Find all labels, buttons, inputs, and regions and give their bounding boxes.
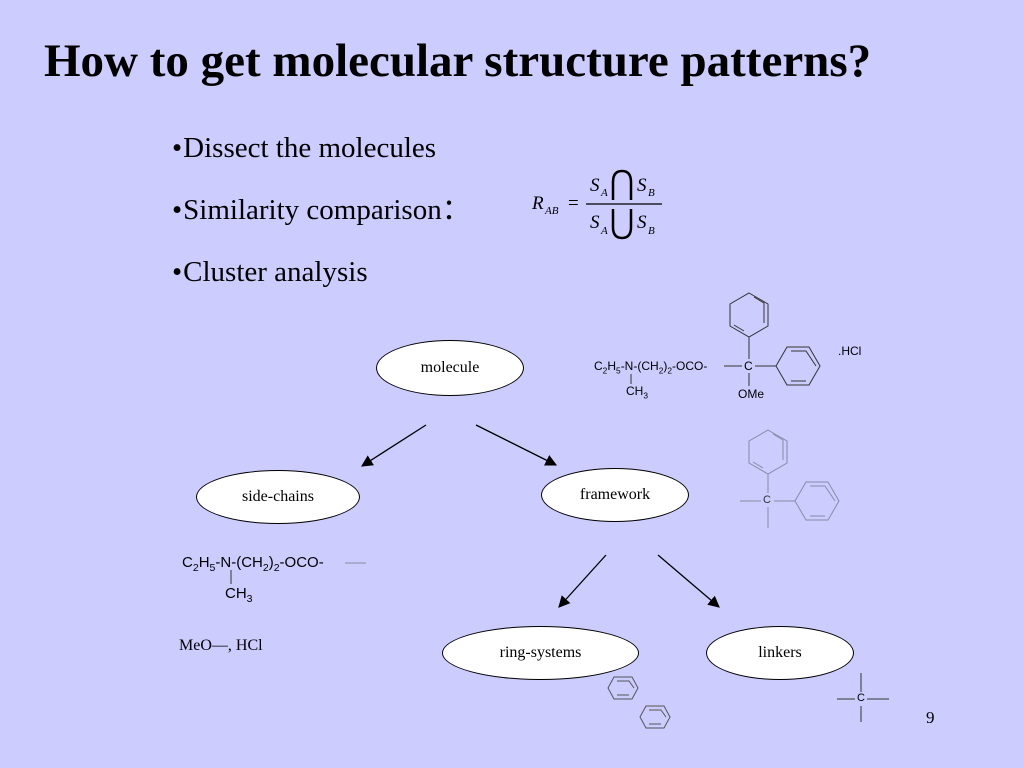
formula-num-a-sub: A — [600, 187, 608, 199]
side-chain-extra-label: MeO—, HCl — [179, 637, 263, 654]
molecule-center-carbon: C — [744, 359, 753, 373]
benzene-ring-icon — [607, 676, 639, 700]
formula-subscript: 5 — [209, 562, 216, 574]
arrow-molecule-to-framework — [475, 424, 558, 466]
bullet-item: •Similarity comparison： — [172, 190, 471, 252]
formula-fragment: ) — [663, 359, 668, 373]
formula-den-b: S — [637, 212, 647, 233]
formula-fragment: H — [607, 359, 617, 373]
formula-fragment: H — [198, 554, 210, 571]
formula-num-b-sub: B — [648, 187, 655, 199]
linker-center-carbon: C — [857, 692, 865, 704]
formula-subscript: 3 — [643, 390, 649, 401]
formula-subscript: 5 — [616, 365, 621, 376]
framework-center-carbon: C — [763, 494, 771, 506]
formula-fragment: -N-(CH — [215, 554, 263, 571]
formula-equals: = — [568, 193, 579, 214]
formula-den-b-sub: B — [648, 225, 655, 237]
node-side-chains: side-chains — [196, 470, 360, 524]
formula-fragment: -OCO- — [279, 554, 324, 571]
formula-subscript: 2 — [658, 365, 664, 376]
benzene-ring-icon — [729, 292, 769, 338]
formula-den-a-sub: A — [600, 225, 608, 237]
side-chain-formula: C2H5-N-(CH2)2-OCO- — [182, 554, 324, 574]
arrow-framework-to-ring-systems — [558, 554, 607, 608]
formula-fragment: C — [182, 554, 193, 571]
arrow-framework-to-linkers — [657, 554, 720, 608]
framework-structure — [740, 429, 840, 528]
formula-subscript: 2 — [192, 562, 199, 574]
ring-systems-structure — [607, 676, 671, 729]
benzene-ring-icon — [775, 346, 821, 386]
bullet-text: Cluster analysis — [183, 256, 368, 288]
formula-fragment: CH — [626, 384, 644, 398]
arrow-molecule-to-side-chains — [361, 424, 427, 467]
molecule-ome-label: OMe — [738, 387, 765, 401]
formula-fragment: C — [594, 359, 603, 373]
union-symbol — [611, 209, 633, 240]
node-linkers: linkers — [706, 626, 854, 680]
node-ring-systems: ring-systems — [442, 626, 639, 680]
benzene-ring-icon — [639, 705, 671, 729]
intersection-symbol — [611, 169, 633, 200]
formula-subscript: 2 — [667, 365, 673, 376]
similarity-formula: R AB = S A S B S A S B — [531, 169, 662, 240]
bullet-text: Similarity comparison： — [183, 194, 471, 226]
formula-fragment: ) — [268, 554, 274, 571]
formula-subscript: 2 — [262, 562, 269, 574]
formula-fragment: -N-(CH — [620, 359, 659, 373]
slide-title: How to get molecular structure patterns? — [44, 35, 872, 87]
formula-den-a: S — [590, 212, 600, 233]
bullet-list: •Dissect the molecules •Similarity compa… — [172, 128, 471, 314]
formula-subscript: 2 — [602, 365, 608, 376]
formula-lhs: R — [531, 193, 544, 214]
bullet-symbol: • — [172, 256, 183, 288]
page-number: 9 — [926, 708, 935, 727]
formula-num-b: S — [637, 175, 647, 196]
bullet-symbol: • — [172, 132, 183, 164]
molecule-chain-formula: C2H5-N-(CH2)2-OCO- — [594, 359, 707, 375]
formula-lhs-sub: AB — [544, 205, 559, 217]
formula-subscript: 2 — [273, 562, 280, 574]
bullet-item: •Dissect the molecules — [172, 128, 471, 190]
molecule-methyl-label: CH3 — [626, 384, 648, 400]
formula-fragment: -OCO- — [672, 359, 708, 373]
bullet-item: •Cluster analysis — [172, 252, 471, 314]
bullet-text: Dissect the molecules — [183, 132, 437, 164]
node-framework: framework — [541, 468, 689, 522]
benzene-ring-icon — [794, 481, 840, 521]
formula-fragment: CH — [225, 585, 247, 602]
node-molecule: molecule — [376, 340, 524, 396]
bullet-symbol: • — [172, 194, 183, 226]
side-chain-methyl-label: CH3 — [225, 585, 253, 605]
molecule-salt-label: .HCl — [838, 344, 862, 358]
molecule-structure — [630, 292, 821, 386]
formula-subscript: 3 — [246, 593, 253, 605]
linker-structure — [837, 673, 889, 722]
benzene-ring-icon — [748, 429, 788, 475]
formula-num-a: S — [590, 175, 600, 196]
